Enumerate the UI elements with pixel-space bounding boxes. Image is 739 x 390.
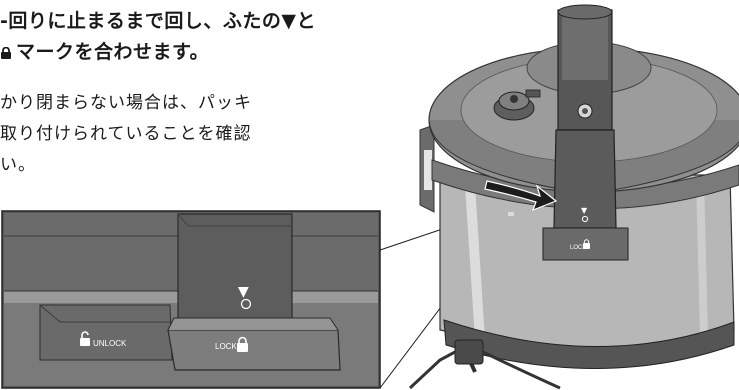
cooker-lock-label: LOCK	[570, 245, 586, 251]
instruction-note-line-2: 取り付けられていることを確認	[0, 124, 252, 144]
lock-closeup-inset: UNLOCK LOCK ▼	[1, 210, 381, 389]
inset-unlock-label: UNLOCK	[93, 339, 127, 348]
inset-alignment-mark: ▼	[238, 284, 249, 300]
rotate-arrow-icon	[484, 180, 558, 212]
lock-icon	[237, 336, 248, 352]
inset-alignment-dot	[240, 298, 252, 310]
cooker-alignment-mark: ▼	[581, 206, 588, 215]
instruction-heading-line-2-text: マークを合わせます。	[16, 41, 210, 63]
instruction-heading-line-1: ‑回りに止まるまで回し、ふたの▼と	[0, 10, 316, 32]
instruction-heading-line-2: マークを合わせます。	[0, 37, 209, 64]
steam-valve	[493, 89, 541, 121]
inset-lock-label: LOCK	[215, 342, 237, 351]
lock-mark-icon	[1, 47, 11, 59]
instruction-note-line-3: い。	[0, 155, 36, 175]
pressure-cooker: ▼ LOCK	[408, 4, 739, 390]
cooker-lock-icon	[583, 239, 590, 249]
instruction-note-line-1: かり閉まらない場合は、パッキ	[0, 93, 252, 113]
unlock-icon	[80, 331, 90, 346]
